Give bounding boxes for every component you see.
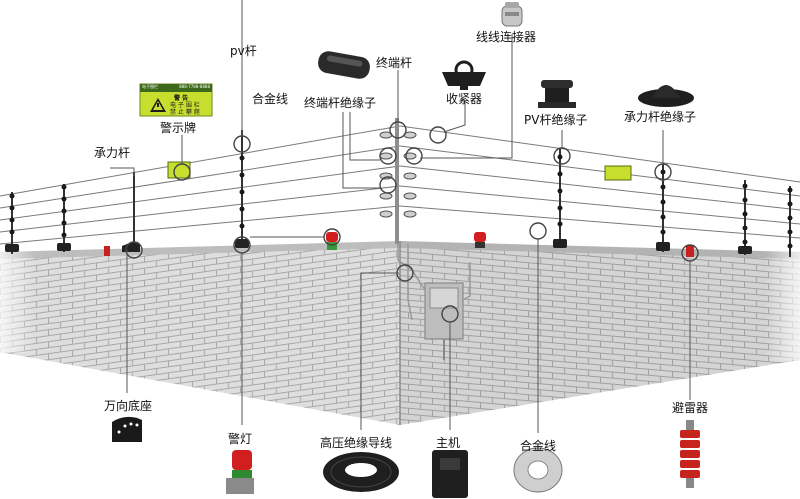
- label-pv-pole: pv杆: [230, 44, 257, 58]
- fence-wires: [0, 125, 800, 245]
- label-bearing-insulator: 承力杆绝缘子: [624, 110, 697, 124]
- sign-header-right: 888-7788-8888: [179, 84, 210, 89]
- label-warning-light: 警灯: [228, 432, 253, 446]
- wire-connector-illustration: [501, 2, 523, 27]
- brick-wall: [0, 241, 800, 425]
- alloy-wire-illustration: [513, 447, 563, 493]
- bearing-insulator-illustration: [638, 85, 694, 107]
- label-wire-connector: 线线连接器: [476, 30, 537, 44]
- label-terminal-insulator: 终端杆绝缘子: [304, 96, 377, 110]
- host-box: [424, 282, 464, 360]
- label-bearing-pole: 承力杆: [94, 146, 131, 160]
- hv-cable-illustration: [323, 452, 399, 492]
- universal-base-illustration: [112, 416, 142, 442]
- pv-insulator-illustration: [538, 80, 576, 108]
- lightning-arrester-illustration: [680, 420, 700, 488]
- label-alloy-wire-top: 合金线: [252, 92, 289, 106]
- warning-sign-text: 电子围栏 888-7788-8888 警 告 电 子 围 栏 禁 止 攀 爬: [140, 84, 212, 116]
- sign-line2: 禁 止 攀 爬: [170, 109, 200, 116]
- label-lightning-arrester: 避雷器: [672, 401, 709, 415]
- label-host: 主机: [436, 436, 461, 450]
- sign-title: 警 告: [174, 95, 189, 102]
- sign-line1: 电 子 围 栏: [170, 102, 200, 109]
- label-warning-sign: 警示牌: [160, 121, 197, 135]
- wall-lamps: [104, 232, 694, 257]
- tensioner-illustration: [442, 60, 486, 90]
- sign-header-left: 电子围栏: [142, 84, 158, 89]
- fence-poles: [11, 118, 791, 257]
- label-terminal-pole: 终端杆: [376, 56, 413, 70]
- pole-insulators: [9, 154, 793, 249]
- warning-light-illustration: [226, 450, 254, 494]
- warning-sign-illustration: [139, 83, 213, 117]
- label-hv-cable: 高压绝缘导线: [320, 436, 393, 450]
- host-illustration: [432, 450, 468, 498]
- label-pv-insulator: PV杆绝缘子: [524, 113, 588, 127]
- terminal-insulator-illustration: [318, 51, 370, 79]
- fence-sign: [167, 161, 632, 181]
- label-universal-base: 万向底座: [104, 399, 153, 413]
- label-tensioner: 收紧器: [446, 92, 483, 106]
- label-alloy-wire-bottom: 合金线: [520, 439, 557, 453]
- callout-lines: [110, 0, 691, 433]
